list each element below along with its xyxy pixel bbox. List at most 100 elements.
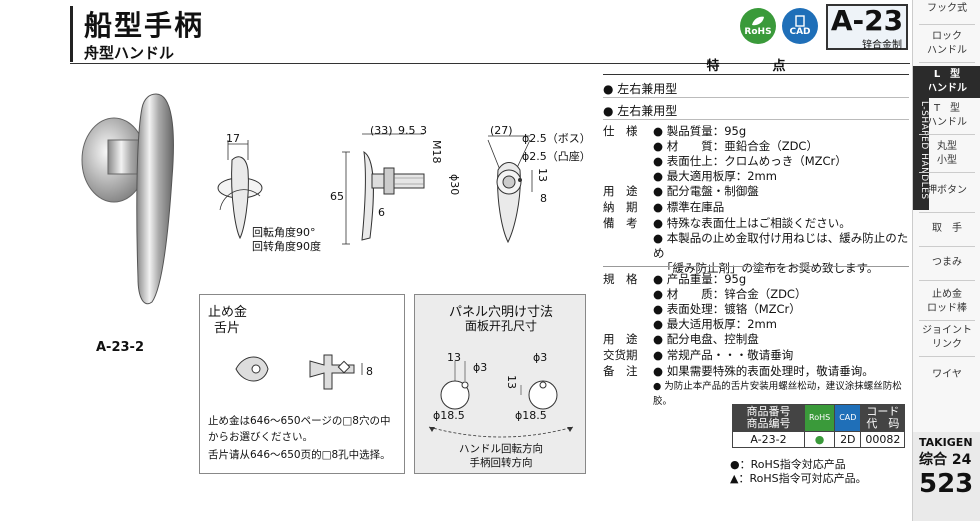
sidebar-item-joint-link[interactable]: ジョイント リンク — [922, 325, 972, 350]
feature-item-cn: ● 左右兼用型 — [603, 98, 909, 120]
cell-cad: 2D — [834, 431, 862, 448]
sidebar-separator — [919, 24, 975, 25]
stopper-note-jp: 止め金は646～650ページの□8穴の中からお選びください。 — [208, 415, 391, 443]
page-number: 523 — [919, 469, 974, 499]
panel-left-dim-13: 13 — [447, 351, 461, 364]
spec-jp-delivery: 納 期 ● 標準在庫品 — [603, 200, 909, 215]
spec-cn-notes: 备 注 ● 如果需要特殊的表面处理时，敬请垂询。 ● 为防止本产品的舌片安装用螺… — [603, 364, 909, 407]
cad-badge-label: CAD — [789, 27, 811, 37]
model-code: A-23 — [830, 4, 904, 37]
sidebar-separator — [919, 172, 975, 173]
stopper-title-jp: 止め金 — [208, 305, 248, 320]
model-code-box: A-23 锌合金制 — [826, 4, 908, 51]
sidebar-item-knob[interactable]: つまみ — [932, 257, 962, 268]
sidebar-separator — [919, 134, 975, 135]
spec-cn-spec: 規 格 ● 产品重量：95g ● 材 质：锌合金（ZDC） ● 表面处理：镀铬（… — [603, 272, 909, 332]
cell-rohs: ● — [803, 431, 836, 448]
rotation-angle-jp: 回転角度90° — [252, 226, 316, 239]
sidebar-separator — [919, 212, 975, 213]
rotation-arrow-icon — [428, 426, 574, 438]
stopper-note-cn: 舌片请从646～650页的□8孔中选择。 — [208, 449, 391, 461]
feature-item-jp: ● 左右兼用型 — [603, 76, 909, 98]
spec-value: ● 材 質：亜鉛合金（ZDC） — [653, 139, 818, 153]
brand-name: TAKIGEN — [919, 436, 973, 449]
spec-jp-use: 用 途 ● 配分電盤・制御盤 — [603, 184, 909, 199]
side-view-drawing — [342, 133, 425, 245]
col-rohs: RoHS — [803, 404, 836, 432]
panel-right-hole-dim: ϕ3 — [533, 351, 548, 364]
sidebar-separator — [919, 246, 975, 247]
stopper-drawing — [235, 354, 363, 390]
back-dim-8: 8 — [540, 192, 547, 205]
side-length-dim: (33) — [370, 124, 393, 137]
sidebar-item-wire[interactable]: ワイヤ — [932, 369, 962, 380]
spec-jp-notes: 備 考 ● 特殊な表面仕上はご相談ください。 ● 本製品の止め金取付け用ねじは、… — [603, 216, 909, 275]
spec-jp-spec: 仕 様 ● 製品質量：95g ● 材 質：亜鉛合金（ZDC） ● 表面仕上：クロ… — [603, 124, 909, 184]
sidebar-separator — [919, 62, 975, 63]
spec-cn-use: 用 途 ● 配分电盘、控制盘 — [603, 332, 909, 347]
col-cad: CAD — [834, 404, 862, 432]
panel-title-jp: パネル穴明け寸法 — [448, 305, 553, 320]
vertical-category-label: L-SHAPED HANDLES — [919, 100, 929, 200]
spec-value: ● 为防止本产品的舌片安装用螺丝松动，建议涂抹螺丝防松胶。 — [653, 381, 902, 407]
page-title: 船型手柄 — [84, 9, 205, 42]
spec-value: ● 最大适用板厚：2mm — [653, 317, 777, 331]
panel-left-hole-dim: ϕ3 — [473, 361, 488, 374]
spec-value: ● 標準在庫品 — [653, 200, 725, 214]
side-dim-9-5: 9.5 — [398, 124, 416, 137]
sidebar-item-pull[interactable]: 取 手 — [932, 223, 962, 234]
spec-label: 用 途 — [603, 332, 638, 346]
cell-code: 00082 — [860, 431, 906, 448]
spec-value: ● 表面处理：镀铬（MZCr） — [653, 302, 801, 316]
front-width-dim: 17 — [226, 132, 240, 145]
page-subtitle: 舟型ハンドル — [84, 44, 175, 62]
stopper-dim: 8 — [366, 365, 373, 378]
spec-label: 仕 様 — [603, 124, 638, 138]
side-dim-3: 3 — [420, 124, 427, 137]
boss-dim-jp: ϕ2.5（ボス） — [522, 132, 591, 145]
base-diameter-dim: ϕ30 — [448, 174, 461, 196]
panel-rotation-jp: ハンドル回転方向 — [459, 443, 543, 455]
sidebar-item-round-small[interactable]: 丸型 小型 — [937, 141, 957, 166]
spec-value: ● 製品質量：95g — [653, 124, 747, 138]
sidebar-separator — [919, 356, 975, 357]
panel-rotation-cn: 手柄回转方向 — [469, 457, 533, 469]
front-view-drawing — [217, 140, 263, 240]
panel-cutout-box: パネル穴明け寸法 面板开孔尺寸 13 ϕ3 ϕ18.5 13 ϕ3 ϕ18.5 … — [414, 294, 586, 474]
spec-value: ● 最大適用板厚：2mm — [653, 169, 777, 183]
model-material: 锌合金制 — [862, 40, 902, 51]
spec-label: 備 考 — [603, 216, 638, 230]
sidebar-item-stopper-rod[interactable]: 止め金 ロッド棒 — [927, 289, 967, 314]
rohs-badge: RoHS — [740, 8, 776, 44]
spec-divider — [603, 266, 909, 267]
spec-label: 交货期 — [603, 348, 638, 362]
sidebar-item-hook[interactable]: フック式 — [927, 3, 967, 14]
back-dim-13: 13 — [536, 168, 549, 182]
spec-value: ● 特殊な表面仕上はご相談ください。 — [653, 216, 851, 230]
height-dim: 65 — [330, 190, 344, 203]
stopper-title-cn: 舌片 — [214, 321, 241, 336]
panel-cutout-drawing — [440, 361, 558, 410]
side-dim-6: 6 — [378, 206, 385, 219]
spec-value: ● 材 质：锌合金（ZDC） — [653, 287, 807, 301]
spec-label: 納 期 — [603, 200, 638, 214]
leaf-icon — [752, 16, 764, 26]
product-photo — [81, 93, 174, 305]
sidebar-item-t-handle[interactable]: T 型 ハンドル — [927, 103, 967, 128]
document-icon — [795, 15, 805, 27]
spec-value: ● 配分電盤・制御盤 — [653, 184, 759, 198]
vertical-band — [913, 88, 929, 210]
sidebar-item-lock-handle[interactable]: ロック ハンドル — [927, 31, 967, 56]
page-number-box: TAKIGEN 综合 24 523 — [913, 432, 980, 521]
cell-product-number: A-23-2 — [732, 431, 805, 448]
header-divider — [70, 63, 910, 64]
title-accent-bar — [70, 6, 73, 62]
product-model-label: A-23-2 — [96, 340, 144, 355]
sidebar-item-push-button[interactable]: 押ボタン — [927, 185, 967, 196]
spec-value: ● 常规产品・・・敬请垂询 — [653, 348, 794, 362]
cad-badge: CAD — [782, 8, 818, 44]
panel-right-dia-dim: ϕ18.5 — [515, 409, 547, 422]
table-row: A-23-2 ● 2D 00082 — [732, 431, 906, 448]
spec-value: ● 配分电盘、控制盘 — [653, 332, 759, 346]
spec-label: 备 注 — [603, 364, 638, 378]
